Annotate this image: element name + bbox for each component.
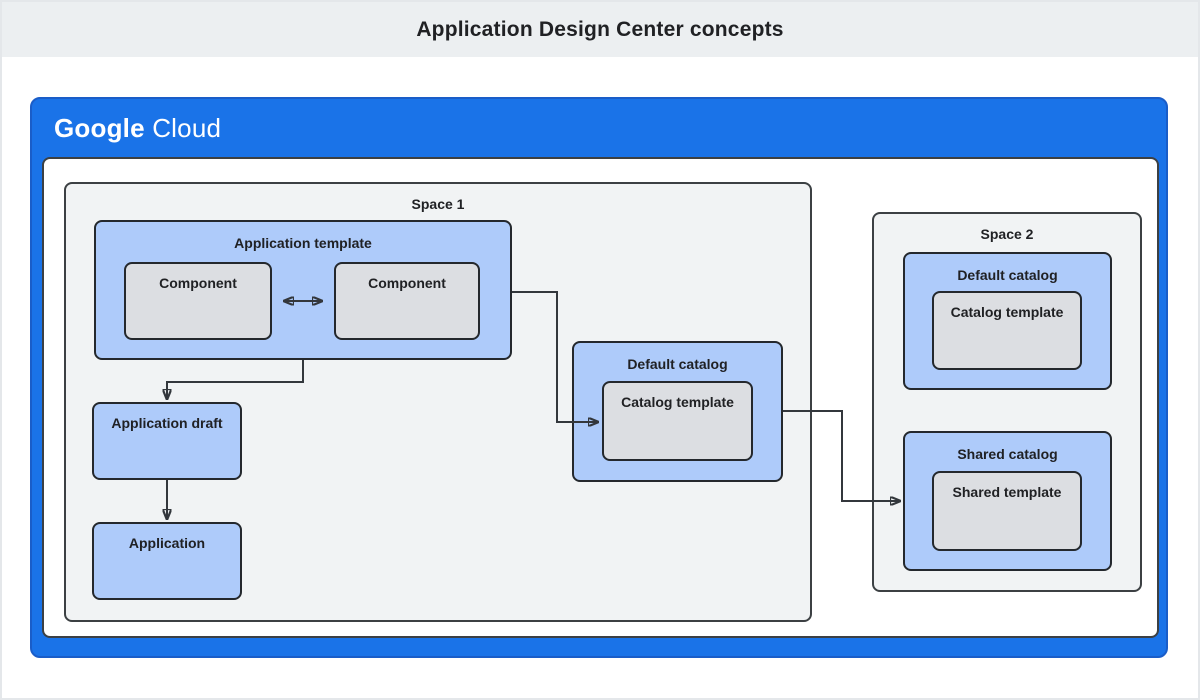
- catalog-template-space1-label: Catalog template: [621, 394, 734, 410]
- component-right-label: Component: [368, 275, 446, 291]
- page-title: Application Design Center concepts: [416, 17, 784, 41]
- node-component-left: Component: [124, 262, 272, 340]
- node-catalog-template-space2: Catalog template: [932, 291, 1082, 370]
- space-2-label: Space 2: [980, 226, 1034, 242]
- google-wordmark: Google: [54, 113, 145, 143]
- cloud-wordmark: Cloud: [152, 113, 222, 143]
- space-1-label: Space 1: [411, 196, 465, 212]
- catalog-template-space2-label: Catalog template: [950, 304, 1064, 320]
- node-component-right: Component: [334, 262, 480, 340]
- node-application: Application: [92, 522, 242, 600]
- component-left-label: Component: [159, 275, 237, 291]
- node-application-draft: Application draft: [92, 402, 242, 480]
- application-template-label: Application template: [234, 235, 372, 251]
- node-shared-template: Shared template: [932, 471, 1082, 551]
- default-catalog-space2-label: Default catalog: [957, 267, 1058, 283]
- shared-catalog-label: Shared catalog: [957, 446, 1058, 462]
- title-band: Application Design Center concepts: [2, 2, 1198, 57]
- application-label: Application: [128, 535, 206, 551]
- google-cloud-logo: Google Cloud: [54, 113, 221, 144]
- shared-template-label: Shared template: [952, 484, 1062, 500]
- node-catalog-template-space1: Catalog template: [602, 381, 753, 461]
- default-catalog-space1-label: Default catalog: [627, 356, 728, 372]
- application-draft-label: Application draft: [111, 415, 223, 431]
